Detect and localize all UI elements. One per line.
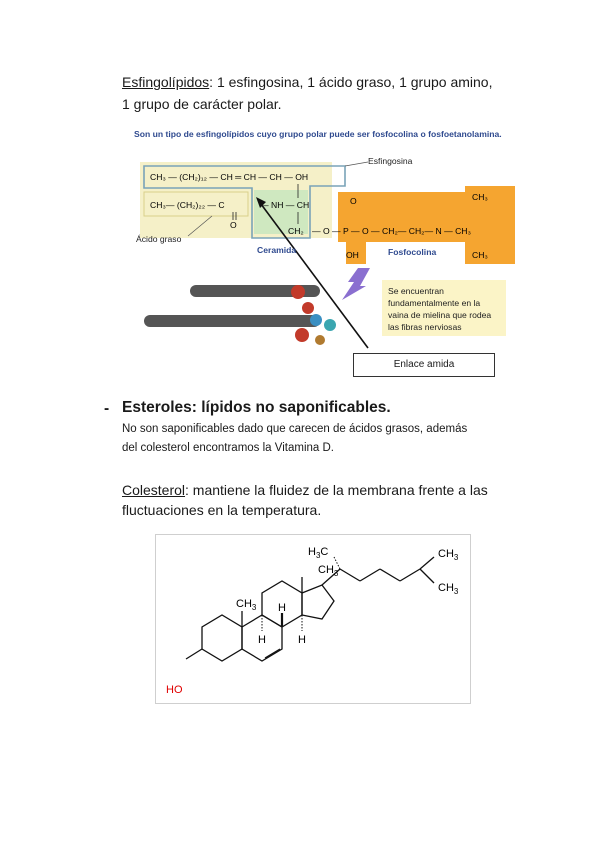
esfingosina-leader: [344, 161, 369, 167]
enlace-arrow-head: [256, 197, 266, 208]
cholesterol-term: Colesterol: [122, 482, 186, 498]
sterols-title: Esteroles: lípidos no saponificables.: [122, 399, 391, 416]
note-line-2: fundamentalmente en la: [388, 298, 481, 308]
side-chain-6: [419, 556, 435, 570]
ring-a: [201, 614, 243, 662]
hashed-bonds: [261, 556, 341, 631]
phosphate-chain-text: — O — P — O — CH₂— CH₂— N — CH₃: [312, 226, 471, 236]
h-label-9: H: [258, 634, 266, 646]
figure1-caption: Son un tipo de esfingolípidos cuyo grupo…: [134, 129, 502, 139]
ch3-label-right: CH3: [438, 582, 459, 596]
choline-ch3-top: CH₃: [472, 192, 488, 202]
side-chain-4: [379, 568, 401, 582]
ho-label: HO: [166, 684, 183, 696]
phosphocholine-region: [338, 186, 515, 264]
enlace-amida-box: Enlace amida: [353, 353, 495, 377]
myelin-note: Se encuentran fundamentalmente en la vai…: [388, 285, 491, 333]
label-ceramida: Ceramida: [257, 245, 297, 255]
ch3-label-19: CH3: [236, 598, 257, 612]
ch3-label-top: CH3: [438, 548, 459, 562]
label-esfingosina: Esfingosina: [368, 156, 413, 166]
carbonyl-o-text: O: [230, 220, 237, 230]
note-line-3: vaina de mielina que rodea: [388, 310, 492, 320]
choline-ch3-bottom: CH₃: [472, 250, 488, 260]
note-box: [382, 280, 506, 336]
sphingosine-chain-text: CH₃ — (CH₂)₁₂ — CH ═ CH — CH — OH: [150, 172, 308, 182]
ho-bond: [185, 648, 203, 660]
h-label-14: H: [298, 634, 306, 646]
sphingolipids-line-1: Esfingolípidos: 1 esfingosina, 1 ácido g…: [122, 72, 542, 93]
side-chain-7: [419, 568, 435, 584]
label-fosfocolina: Fosfocolina: [388, 247, 437, 257]
sterols-body-1: No son saponificables dado que carecen d…: [122, 423, 468, 435]
h3c-label: H3C: [308, 546, 328, 560]
phosphate-oh: OH: [346, 250, 359, 260]
double-bond: [264, 648, 281, 659]
h-label-8: H: [278, 602, 286, 614]
note-line-4: las fibras nerviosas: [388, 322, 462, 332]
cholesterol-line-2: fluctuaciones en la temperatura.: [122, 502, 322, 518]
label-acido-graso: Ácido graso: [136, 234, 182, 244]
ch2-text: CH₂: [288, 226, 304, 236]
sphingolipids-definition: : 1 esfingosina, 1 ácido graso, 1 grupo …: [209, 74, 493, 90]
space-filling-model: [144, 285, 336, 345]
side-chain-3: [359, 568, 381, 582]
fatty-acid-chain-text: CH₃— (CH₂)₂₂ — C: [150, 200, 225, 210]
sphingosine-outline: [143, 165, 346, 239]
sphingolipids-term: Esfingolípidos: [122, 74, 210, 90]
sterols-body-2: del colesterol encontramos la Vitamina D…: [122, 442, 335, 454]
cholesterol-line-1: Colesterol: mantiene la fluidez de la me…: [122, 480, 542, 501]
note-line-1: Se encuentran: [388, 286, 444, 296]
cholesterol-figure: H3C CH3 CH3 CH3 CH3 H H H HO: [155, 534, 471, 704]
side-chain-1: [321, 568, 341, 586]
phosphate-o-top: O: [350, 196, 357, 206]
cholesterol-definition: : mantiene la fluidez de la membrana fre…: [185, 482, 488, 498]
sphingomyelin-diagram: CH₃ — (CH₂)₁₂ — CH ═ CH — CH — OH CH₃— (…: [140, 161, 515, 349]
cholesterol-structure: H3C CH3 CH3 CH3 CH3 H H H HO: [166, 546, 459, 696]
enlace-arrow-line: [257, 199, 369, 349]
acido-graso-leader: [187, 215, 213, 237]
phosphate-stem: [346, 192, 366, 264]
ring-d: [301, 584, 335, 620]
purple-arrow: [342, 268, 370, 300]
amide-text: — NH — CH: [260, 200, 309, 210]
side-chain-5: [399, 568, 421, 582]
side-chain-2: [339, 568, 361, 582]
sterols-bullet: -: [104, 400, 110, 417]
fatty-acid-outline: [143, 191, 249, 217]
sphingolipids-line-2: 1 grupo de carácter polar.: [122, 96, 282, 112]
amide-region: [254, 190, 308, 234]
ch3-label-18: CH3: [318, 564, 339, 578]
